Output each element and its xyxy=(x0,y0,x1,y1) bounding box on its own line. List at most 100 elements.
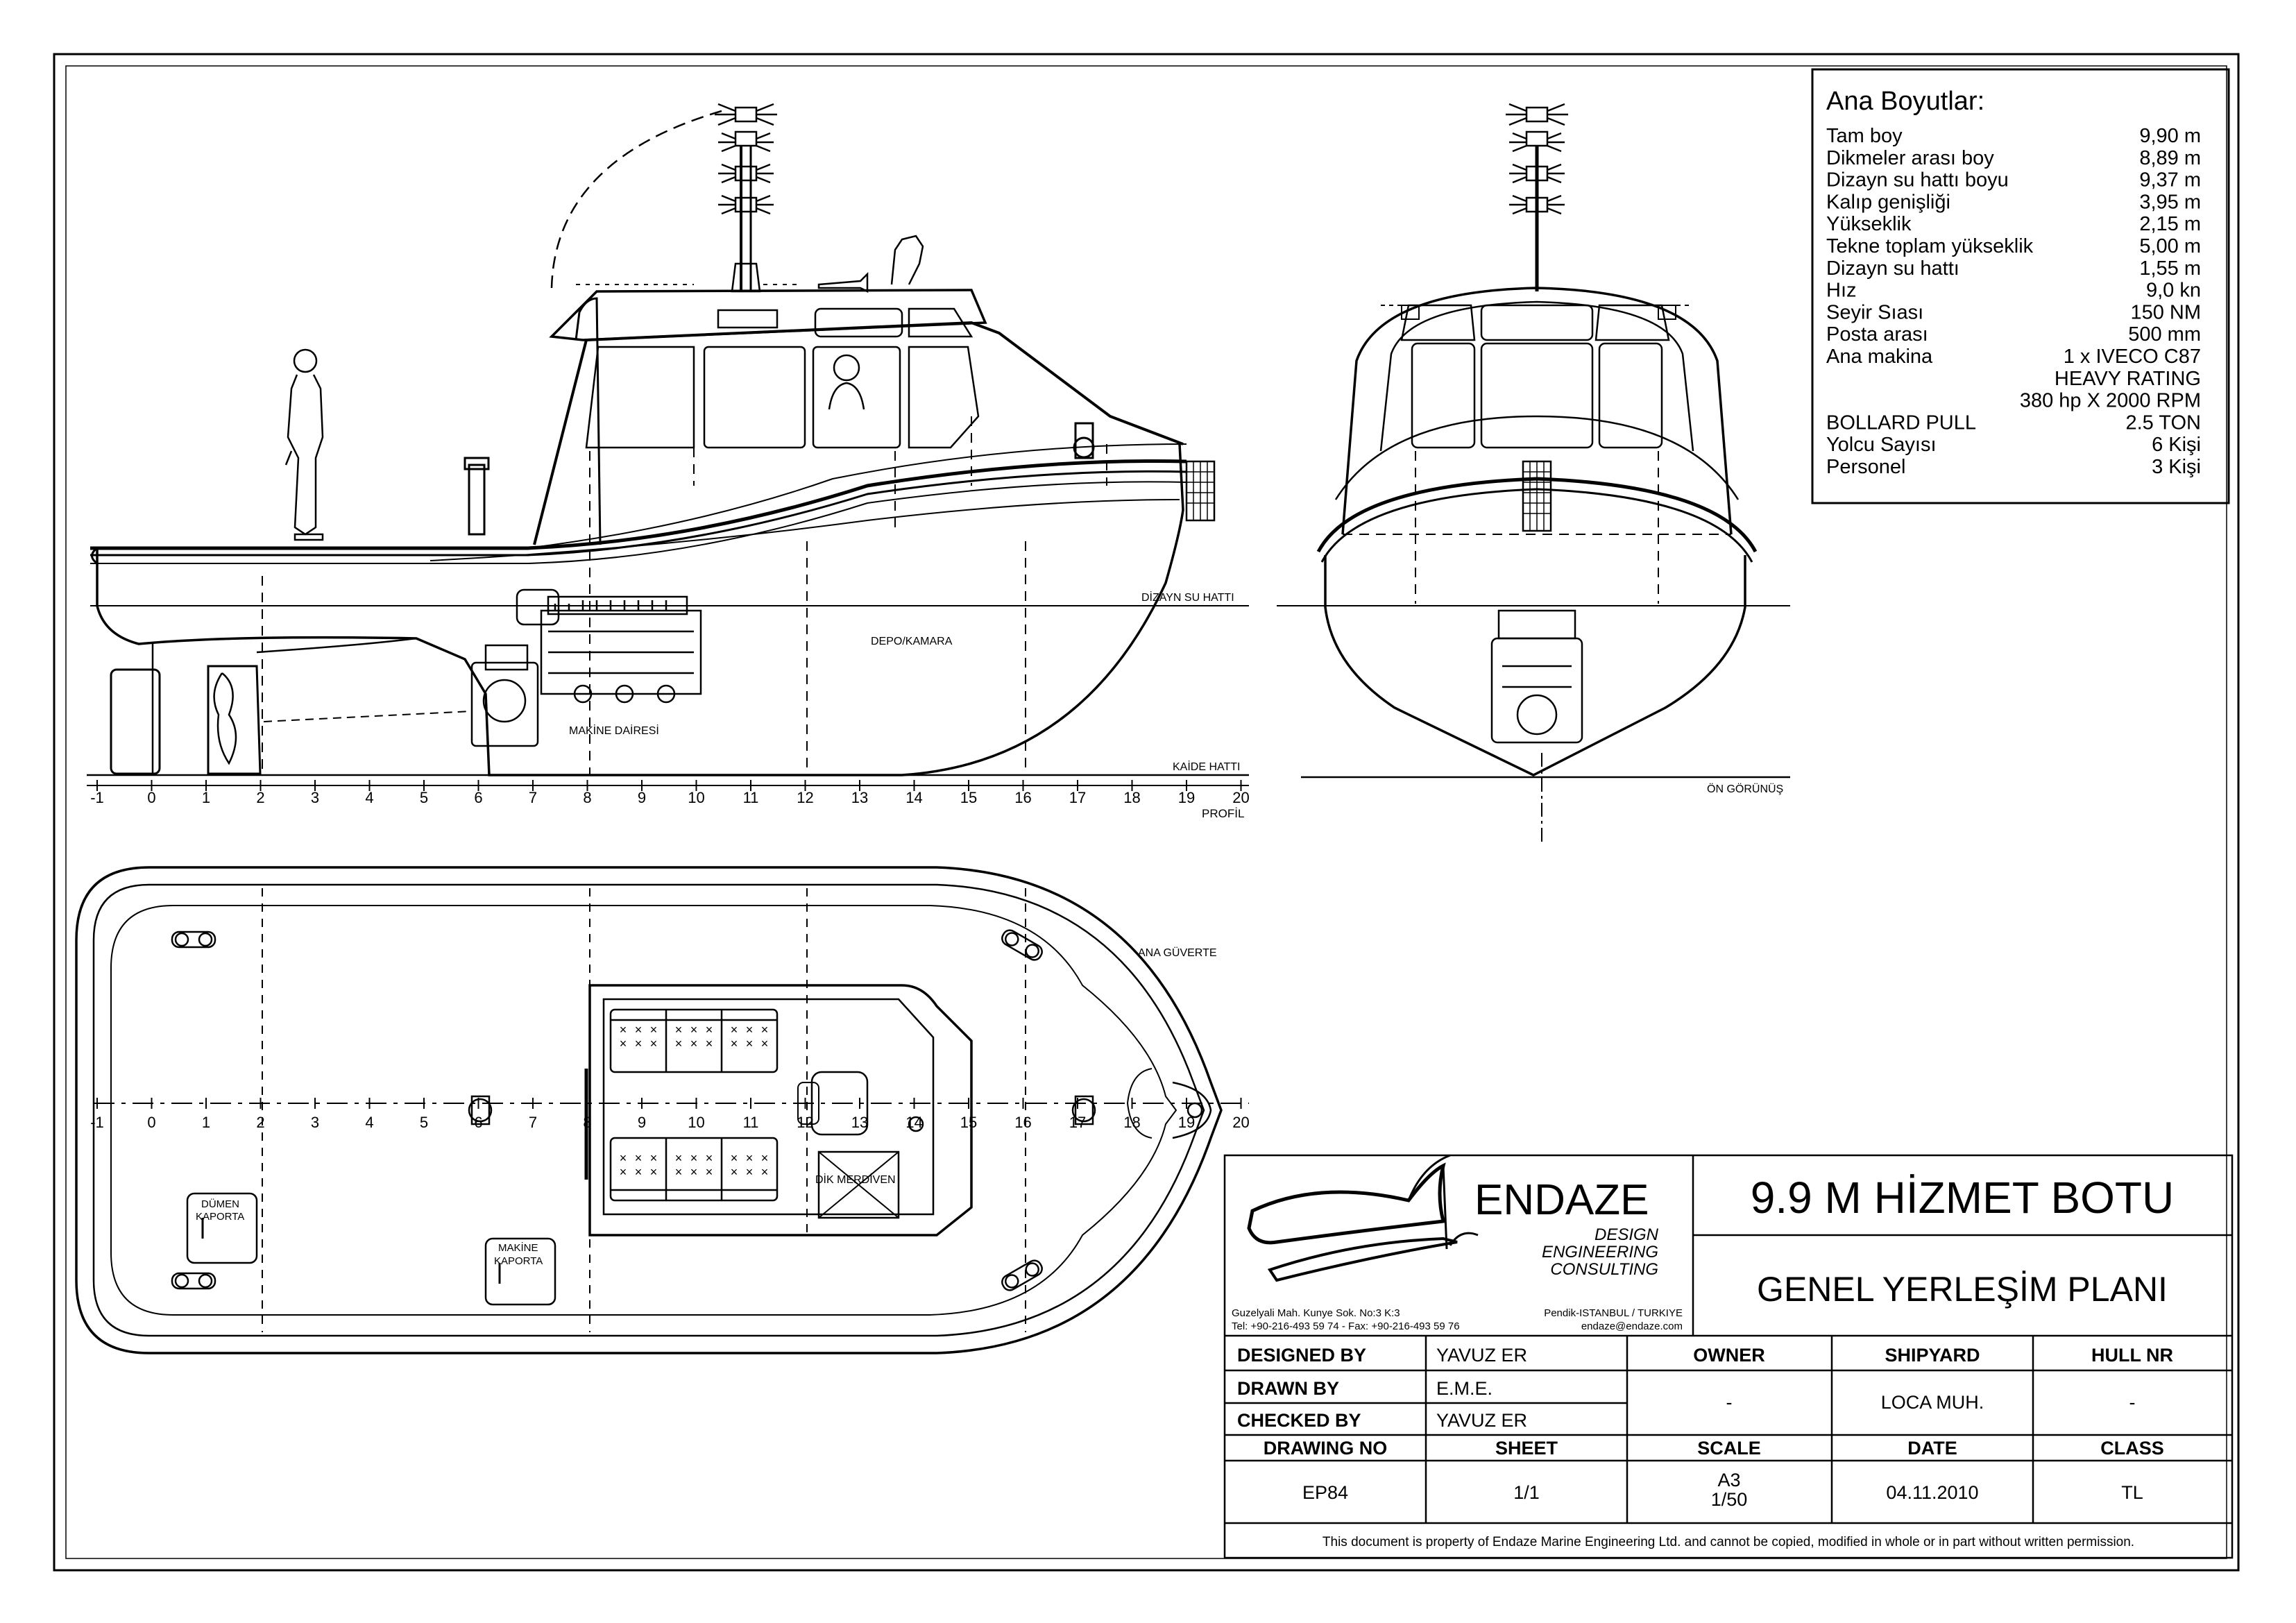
drawn-by-label: DRAWN BY xyxy=(1237,1378,1339,1399)
frame-dashes-profile xyxy=(262,416,1107,775)
seat-marker: × xyxy=(650,1037,658,1051)
sheer-line xyxy=(90,459,1187,550)
dimension-label: Personel xyxy=(1826,456,1905,478)
wheelhouse-plan-inner xyxy=(602,998,935,1216)
checked-by-label: CHECKED BY xyxy=(1237,1410,1361,1431)
vertical-ladder-hatch xyxy=(817,1150,900,1219)
bow-arch-1 xyxy=(1127,1068,1153,1104)
inner-border xyxy=(65,65,2227,1559)
seat-marker: × xyxy=(650,1151,658,1165)
profile-frame-number: 16 xyxy=(1014,789,1031,806)
helmsman-figure xyxy=(828,354,865,410)
deck-label: ANA GÜVERTE xyxy=(1138,946,1217,959)
address-left-1: Guzelyali Mah. Kunye Sok. No:3 K:3 xyxy=(1232,1307,1400,1319)
address-right-2: endaze@endaze.com xyxy=(1581,1320,1683,1332)
rudder-hatch xyxy=(186,1192,258,1264)
deck-frame-number: -1 xyxy=(90,1114,104,1131)
drawing-title: GENEL YERLEŞİM PLANI xyxy=(1757,1270,2168,1309)
engine-hatch xyxy=(484,1237,556,1306)
roof-hatch xyxy=(717,309,779,329)
ladder-x xyxy=(818,1151,899,1218)
tagline-1: DESIGN xyxy=(1595,1225,1659,1244)
radar-swing-arc xyxy=(550,110,722,289)
profile-frame-number: 19 xyxy=(1178,789,1195,806)
seat-marker: × xyxy=(675,1037,683,1051)
dimension-value: 5,00 m xyxy=(2139,235,2201,257)
seat-marker: × xyxy=(675,1151,683,1165)
deck-frame-number: 19 xyxy=(1178,1114,1195,1131)
window-3 xyxy=(812,346,901,449)
seat-marker: × xyxy=(650,1023,658,1037)
dimension-value: 500 mm xyxy=(2128,323,2201,346)
front-hull xyxy=(1324,555,1746,776)
seat-marker: × xyxy=(650,1165,658,1179)
shipyard-label: SHIPYARD xyxy=(1885,1345,1980,1366)
rudder-hatch-label-1: DÜMEN xyxy=(201,1198,239,1210)
hull-profile xyxy=(96,443,1184,776)
seat-marker: × xyxy=(761,1165,769,1179)
dwl-label: DİZAYN SU HATTI xyxy=(1141,590,1234,604)
profile-frame-number: 0 xyxy=(147,789,155,806)
profile-frame-number: 13 xyxy=(851,789,868,806)
front-bow-fender-grid xyxy=(1523,461,1551,531)
front-engine xyxy=(1490,609,1583,744)
bow-fender-grid xyxy=(1187,461,1214,520)
front-light-l xyxy=(1401,305,1420,320)
dimension-value: 1,55 m xyxy=(2139,257,2201,280)
seat-marker: × xyxy=(731,1023,738,1037)
profile-frame-number: 8 xyxy=(583,789,591,806)
skeg xyxy=(256,637,417,654)
deck-plan-view xyxy=(75,866,1249,1354)
designed-by-value: YAVUZ ER xyxy=(1436,1345,1527,1366)
front-window-2 xyxy=(1480,342,1594,449)
vent-cap xyxy=(464,457,490,470)
endaze-logo-icon xyxy=(1247,1154,1479,1282)
wheelhouse-outline xyxy=(533,321,1184,545)
drawing-no-label: DRAWING NO xyxy=(1264,1438,1388,1459)
window-upper-2 xyxy=(908,307,973,338)
title-block xyxy=(1223,1154,2234,1559)
seat-marker: × xyxy=(731,1151,738,1165)
profile-frame-number: 11 xyxy=(743,789,759,806)
deck-frame-number: 6 xyxy=(474,1114,482,1131)
profile-frame-number: 15 xyxy=(960,789,977,806)
bow-arch-2 xyxy=(1127,1103,1153,1139)
dimension-label: Posta arası xyxy=(1826,323,1928,346)
seat-marker: × xyxy=(620,1165,627,1179)
tagline-3: CONSULTING xyxy=(1550,1260,1658,1279)
front-window-upper-c xyxy=(1480,304,1594,341)
class-label: CLASS xyxy=(2100,1438,2164,1459)
profile-frame-number: 4 xyxy=(365,789,373,806)
profile-frame-number: 10 xyxy=(688,789,704,806)
outer-border xyxy=(53,53,2240,1572)
front-handrail xyxy=(575,297,602,545)
ladder-label: DİK MERDİVEN xyxy=(815,1173,896,1186)
chine-line xyxy=(430,499,1180,561)
address-left-2: Tel: +90-216-493 59 74 - Fax: +90-216-49… xyxy=(1232,1320,1460,1332)
seat-marker: × xyxy=(635,1037,643,1051)
seat-marker: × xyxy=(746,1023,754,1037)
profile-frame-number: 3 xyxy=(311,789,319,806)
seat-marker: × xyxy=(620,1023,627,1037)
deck-inner-hull xyxy=(92,883,1205,1337)
hull-nr-label: HULL NR xyxy=(2091,1345,2173,1366)
fuel-tank xyxy=(110,668,161,775)
propeller-shaft xyxy=(263,711,473,722)
wheelhouse-roof xyxy=(549,289,987,341)
deck-frame-number: 12 xyxy=(797,1114,813,1131)
seat-marker: × xyxy=(731,1037,738,1051)
scale-label: SCALE xyxy=(1697,1438,1761,1459)
owner-value: - xyxy=(1726,1392,1733,1413)
dimension-value: 1 x IVECO C87 xyxy=(2064,346,2201,368)
dimension-label: Dizayn su hattı xyxy=(1826,257,1959,280)
window-4 xyxy=(908,346,980,449)
dimension-value: 2,15 m xyxy=(2139,213,2201,235)
seat-marker: × xyxy=(675,1165,683,1179)
tagline-2: ENGINEERING xyxy=(1542,1243,1658,1261)
engine-hatch-label-2: KAPORTA xyxy=(494,1255,543,1267)
helm-chair xyxy=(810,1071,869,1136)
hull-nr-value: - xyxy=(2129,1392,2136,1413)
dimension-value: 380 hp X 2000 RPM xyxy=(2020,390,2201,412)
